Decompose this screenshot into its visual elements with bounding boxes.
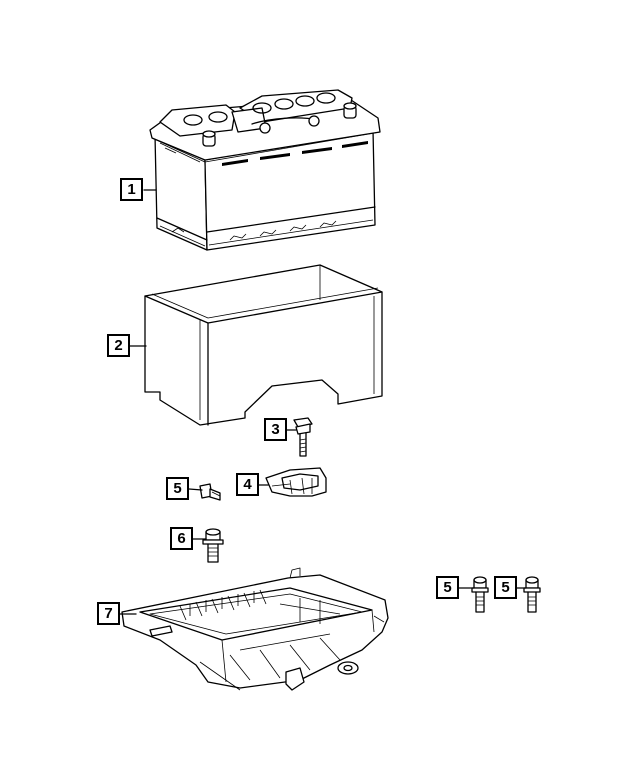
bolt-right-a <box>471 576 489 613</box>
callout-5c: 5 <box>494 576 517 599</box>
hold-down-clamp <box>265 467 327 497</box>
leader-line-5 <box>188 488 203 491</box>
callout-6: 6 <box>170 527 193 550</box>
short-bolt-left <box>199 483 221 501</box>
callout-3: 3 <box>264 418 287 441</box>
flange-bolt <box>202 528 224 563</box>
battery-tray <box>121 567 389 691</box>
leader-lines <box>119 189 527 615</box>
bolt-right-b <box>523 576 541 613</box>
callout-7: 7 <box>97 602 120 625</box>
callout-1: 1 <box>120 178 143 201</box>
long-bolt <box>293 417 313 457</box>
callout-5: 5 <box>166 477 189 500</box>
callout-5b: 5 <box>436 576 459 599</box>
battery-thermal-wrap <box>144 264 383 426</box>
battery <box>149 89 381 251</box>
callout-2: 2 <box>107 334 130 357</box>
callout-4: 4 <box>236 473 259 496</box>
